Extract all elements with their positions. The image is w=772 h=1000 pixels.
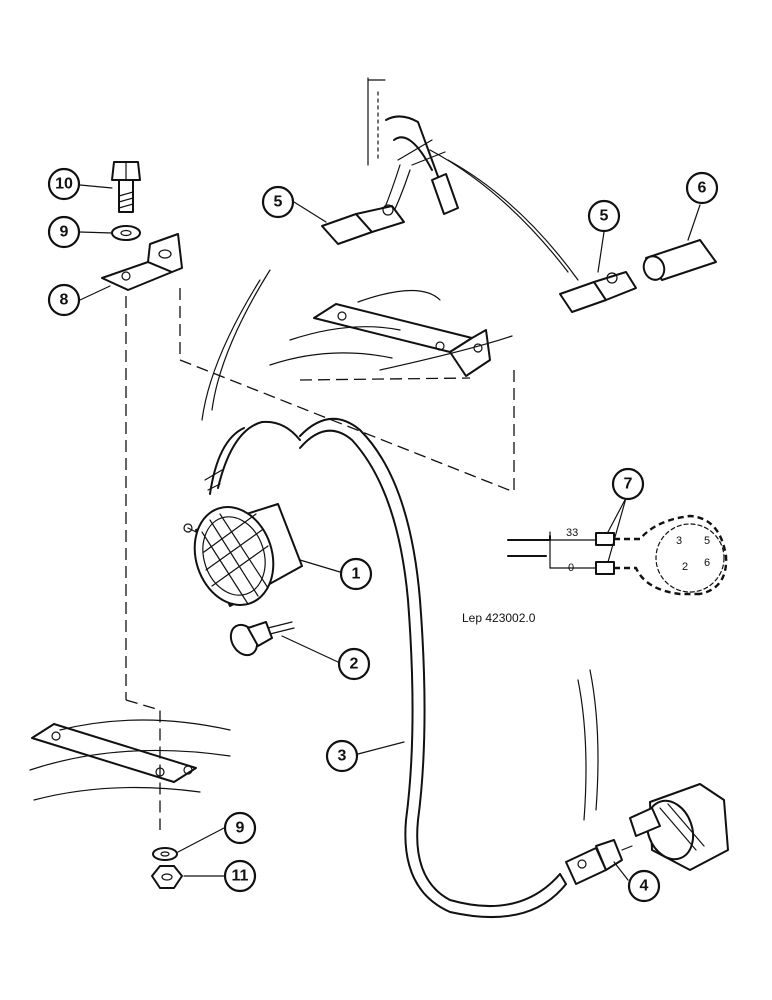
socket-pin-5: 5 [704,535,710,547]
socket-pin-6: 6 [704,557,710,569]
main-cable [299,417,567,918]
svg-text:1: 1 [352,566,361,583]
svg-text:11: 11 [232,868,249,885]
callout-4: 4 [627,869,661,903]
existing-socket [577,669,729,871]
callout-3: 3 [325,739,359,773]
callout-5-left: 5 [261,185,295,219]
callout-5-right: 5 [587,199,621,233]
washer-upper [111,225,141,241]
callout-6: 6 [685,171,719,205]
bolt [111,161,141,213]
svg-text:5: 5 [600,208,609,225]
washer-lower [152,847,178,861]
svg-text:9: 9 [236,820,245,837]
female-terminal-left [321,204,405,245]
mounting-plate-lower [29,699,231,830]
socket-pin-3: 3 [676,535,682,547]
svg-text:5: 5 [274,194,283,211]
lamp-lead-wire [201,269,301,495]
svg-text:3: 3 [338,748,347,765]
svg-text:8: 8 [60,292,69,309]
connector-plug [565,839,633,885]
svg-text:7: 7 [624,476,633,493]
svg-text:10: 10 [55,176,73,193]
insulating-sleeve [642,239,717,281]
svg-text:2: 2 [350,656,359,673]
assembly-guides-upper [125,288,515,700]
leader-lines [79,184,701,881]
angle-bracket [101,233,183,291]
cab-post-wiring [367,77,579,281]
hex-nut [151,865,183,889]
work-lamp [183,503,303,607]
callout-8: 8 [47,283,81,317]
drawing-reference: Lep 423002.0 [462,611,536,625]
mounting-plate-upper [269,289,513,377]
svg-text:9: 9 [60,224,69,241]
lamp-bulb [229,621,295,657]
callout-2: 2 [337,647,371,681]
svg-text:6: 6 [698,180,707,197]
wire-33-label: 33 [566,527,578,539]
callout-10: 10 [47,167,81,201]
callout-9-upper: 9 [47,215,81,249]
callout-11: 11 [223,859,257,893]
female-terminal-right [559,271,637,313]
socket-pin-2: 2 [682,561,688,573]
wiring-schematic: 33 0 3 5 2 6 [507,514,728,596]
wire-0-label: 0 [568,562,574,574]
callout-7: 7 [611,467,645,501]
svg-text:4: 4 [640,878,649,895]
callout-1: 1 [339,557,373,591]
callout-9-lower: 9 [223,811,257,845]
